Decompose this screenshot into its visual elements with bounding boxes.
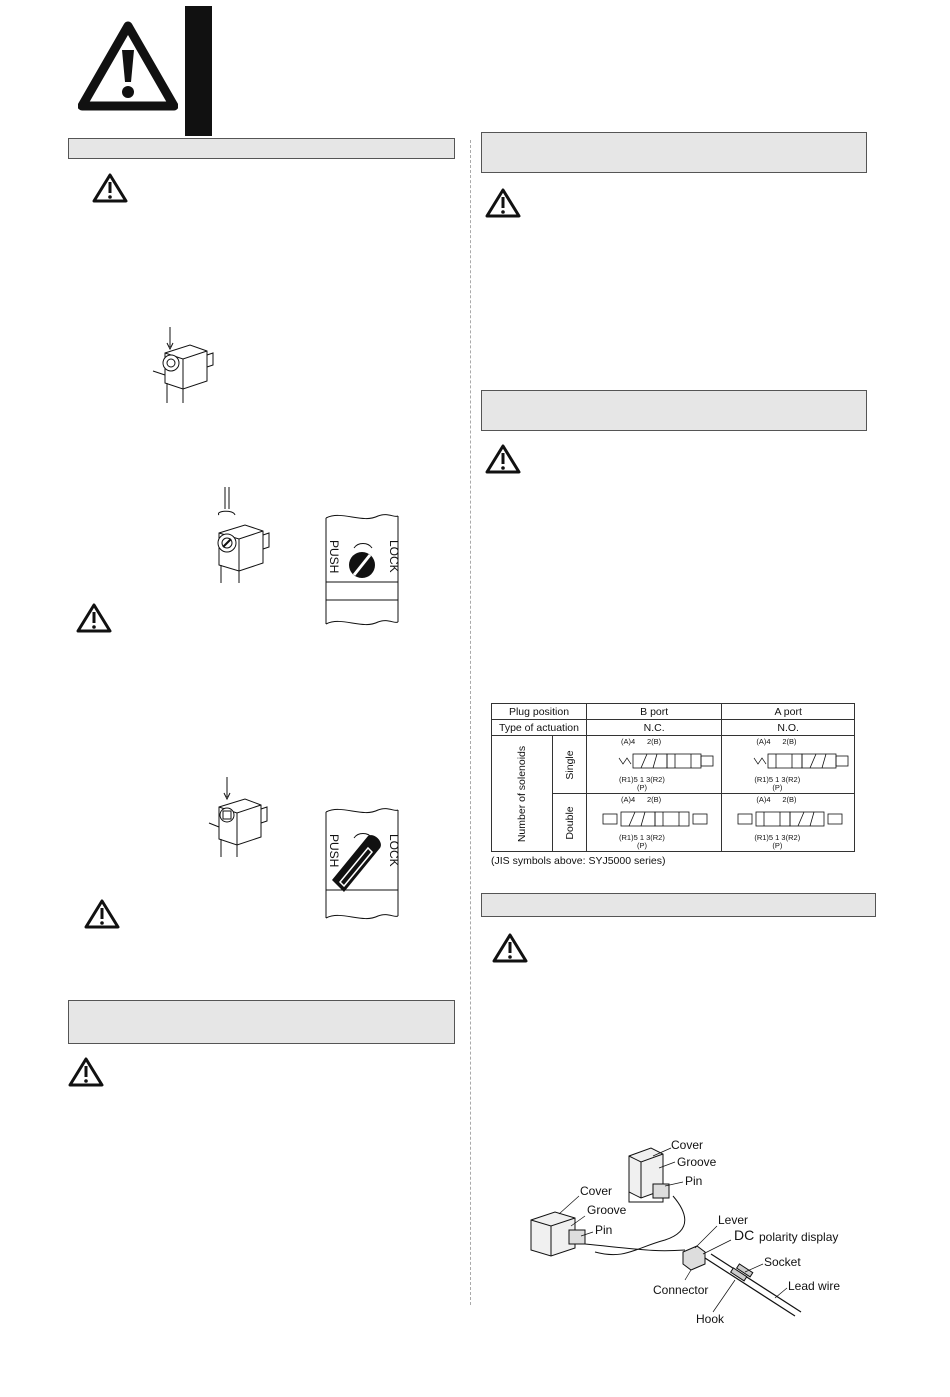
actuation-label: Type of actuation (491, 719, 587, 736)
section-bar-right-1 (481, 132, 867, 173)
caution-icon (84, 899, 120, 929)
label-hook: Hook (696, 1312, 725, 1326)
label-polarity-display: polarity display (759, 1230, 839, 1244)
symbol-double-no: (A)4 2(B) (R1)5 1 3(R2) (P) (721, 793, 855, 852)
label-dc: DC (734, 1227, 755, 1243)
push-label: PUSH (327, 540, 341, 574)
label-cover-left: Cover (580, 1184, 613, 1198)
label-lever: Lever (718, 1213, 749, 1227)
solenoids-label: Number of solenoids (516, 745, 529, 842)
row-single-label: Single (563, 749, 576, 780)
label-connector: Connector (653, 1283, 709, 1297)
actuation-nc: N.C. (585, 719, 723, 736)
main-warning-icon (78, 21, 178, 111)
section-bar-right-2 (481, 390, 867, 431)
label-pin-left: Pin (595, 1223, 613, 1237)
label-pin-upper: Pin (685, 1174, 703, 1188)
header-black-bar (185, 6, 212, 136)
caution-icon (485, 188, 521, 218)
row-double-label: Double (563, 805, 576, 840)
label-groove-left: Groove (587, 1203, 627, 1217)
caution-icon (485, 444, 521, 474)
caution-icon (492, 933, 528, 963)
table-caption: (JIS symbols above: SYJ5000 series) (491, 855, 666, 867)
section-bar-left-1 (68, 138, 455, 159)
manual-override-lock-illustration (208, 777, 268, 857)
label-cover-upper: Cover (671, 1138, 704, 1152)
column-divider (470, 140, 471, 1305)
plug-a-port: A port (721, 703, 855, 720)
symbol-double-nc: (A)4 2(B) (R1)5 1 3(R2) (P) (585, 793, 723, 852)
lock-label: LOCK (387, 540, 401, 573)
caution-icon (92, 173, 128, 203)
symbol-single-no: (A)4 2(B) (R1)5 1 3(R2) (P) (721, 735, 855, 794)
manual-override-slotted-illustration (217, 487, 270, 583)
jis-symbol-table: Plug position B port A port Type of actu… (490, 703, 855, 852)
caution-icon (68, 1057, 104, 1087)
plug-position-label: Plug position (491, 703, 587, 720)
push-label: PUSH (327, 834, 341, 868)
plug-b-port: B port (585, 703, 723, 720)
section-bar-left-2 (68, 1000, 455, 1044)
manual-override-push-illustration (152, 327, 214, 403)
manual-override-dial-panel (325, 514, 399, 626)
label-socket: Socket (764, 1255, 801, 1269)
connector-diagram (530, 1147, 802, 1317)
symbol-single-nc: (A)4 2(B) (R1)5 1 3(R2) (P) (585, 735, 723, 794)
manual-override-dial-panel-locked (325, 808, 399, 920)
actuation-no: N.O. (721, 719, 855, 736)
lock-label: LOCK (387, 834, 401, 867)
section-bar-right-3 (481, 893, 876, 917)
label-lead-wire: Lead wire (788, 1279, 841, 1293)
caution-icon (76, 603, 112, 633)
label-groove-upper: Groove (677, 1155, 717, 1169)
